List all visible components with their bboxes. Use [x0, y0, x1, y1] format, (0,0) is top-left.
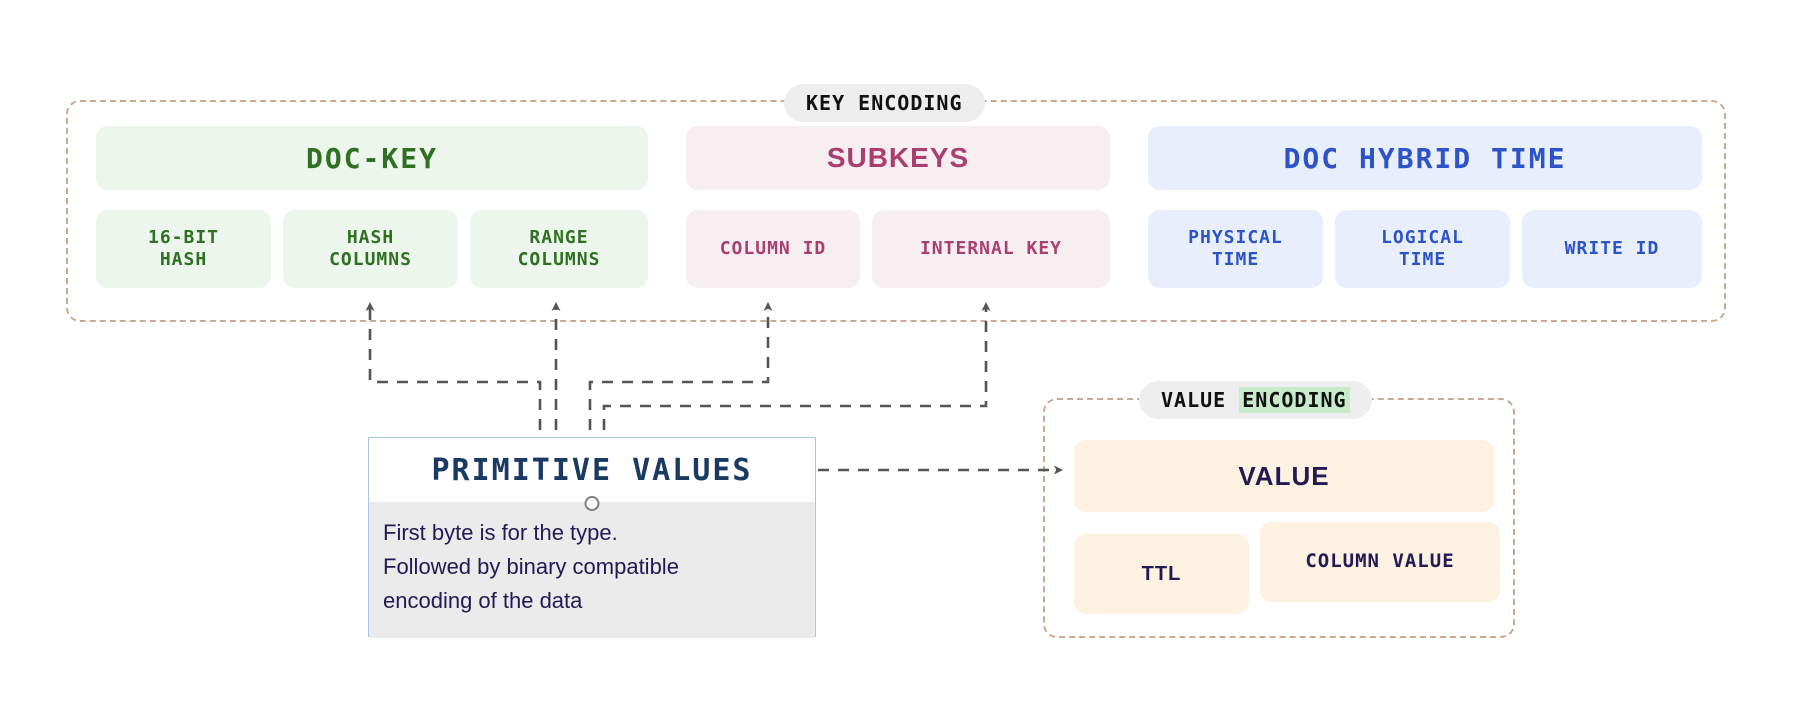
key-encoding-label-text: KEY ENCODING: [806, 91, 963, 115]
field-write-id[interactable]: WRITE ID: [1522, 210, 1702, 288]
field-ttl[interactable]: TTL: [1074, 534, 1249, 614]
primitive-values-body-line-2: Followed by binary compatible: [383, 554, 679, 580]
value-encoding-label-part2: ENCODING: [1239, 387, 1350, 413]
primitive-values-title: PRIMITIVE VALUES: [369, 438, 815, 502]
section-header-value[interactable]: VALUE: [1074, 440, 1494, 512]
resize-handle-icon[interactable]: [584, 496, 600, 511]
connector-to-internal-key: [602, 302, 991, 430]
primitive-values-body-line-1: First byte is for the type.: [383, 520, 618, 545]
primitive-values-body: First byte is for the type. Followed by …: [369, 502, 815, 638]
connector-to-column-id: [588, 302, 773, 430]
section-header-doc-hybrid-time[interactable]: DOC HYBRID TIME: [1148, 126, 1702, 190]
key-encoding-label: KEY ENCODING: [784, 84, 985, 122]
field-column-value[interactable]: COLUMN VALUE: [1260, 522, 1500, 602]
value-encoding-label: VALUE ENCODING: [1139, 381, 1372, 419]
connector-to-hash-columns: [365, 302, 542, 430]
primitive-values-card[interactable]: PRIMITIVE VALUES First byte is for the t…: [368, 437, 816, 638]
section-header-doc-key[interactable]: DOC-KEY: [96, 126, 648, 190]
value-encoding-label-part1: VALUE: [1161, 388, 1227, 412]
primitive-values-body-line-3: encoding of the data: [383, 588, 583, 614]
field-internal-key[interactable]: INTERNAL KEY: [872, 210, 1110, 288]
field-column-id[interactable]: COLUMN ID: [686, 210, 860, 288]
section-header-subkeys[interactable]: SUBKEYS: [686, 126, 1110, 190]
